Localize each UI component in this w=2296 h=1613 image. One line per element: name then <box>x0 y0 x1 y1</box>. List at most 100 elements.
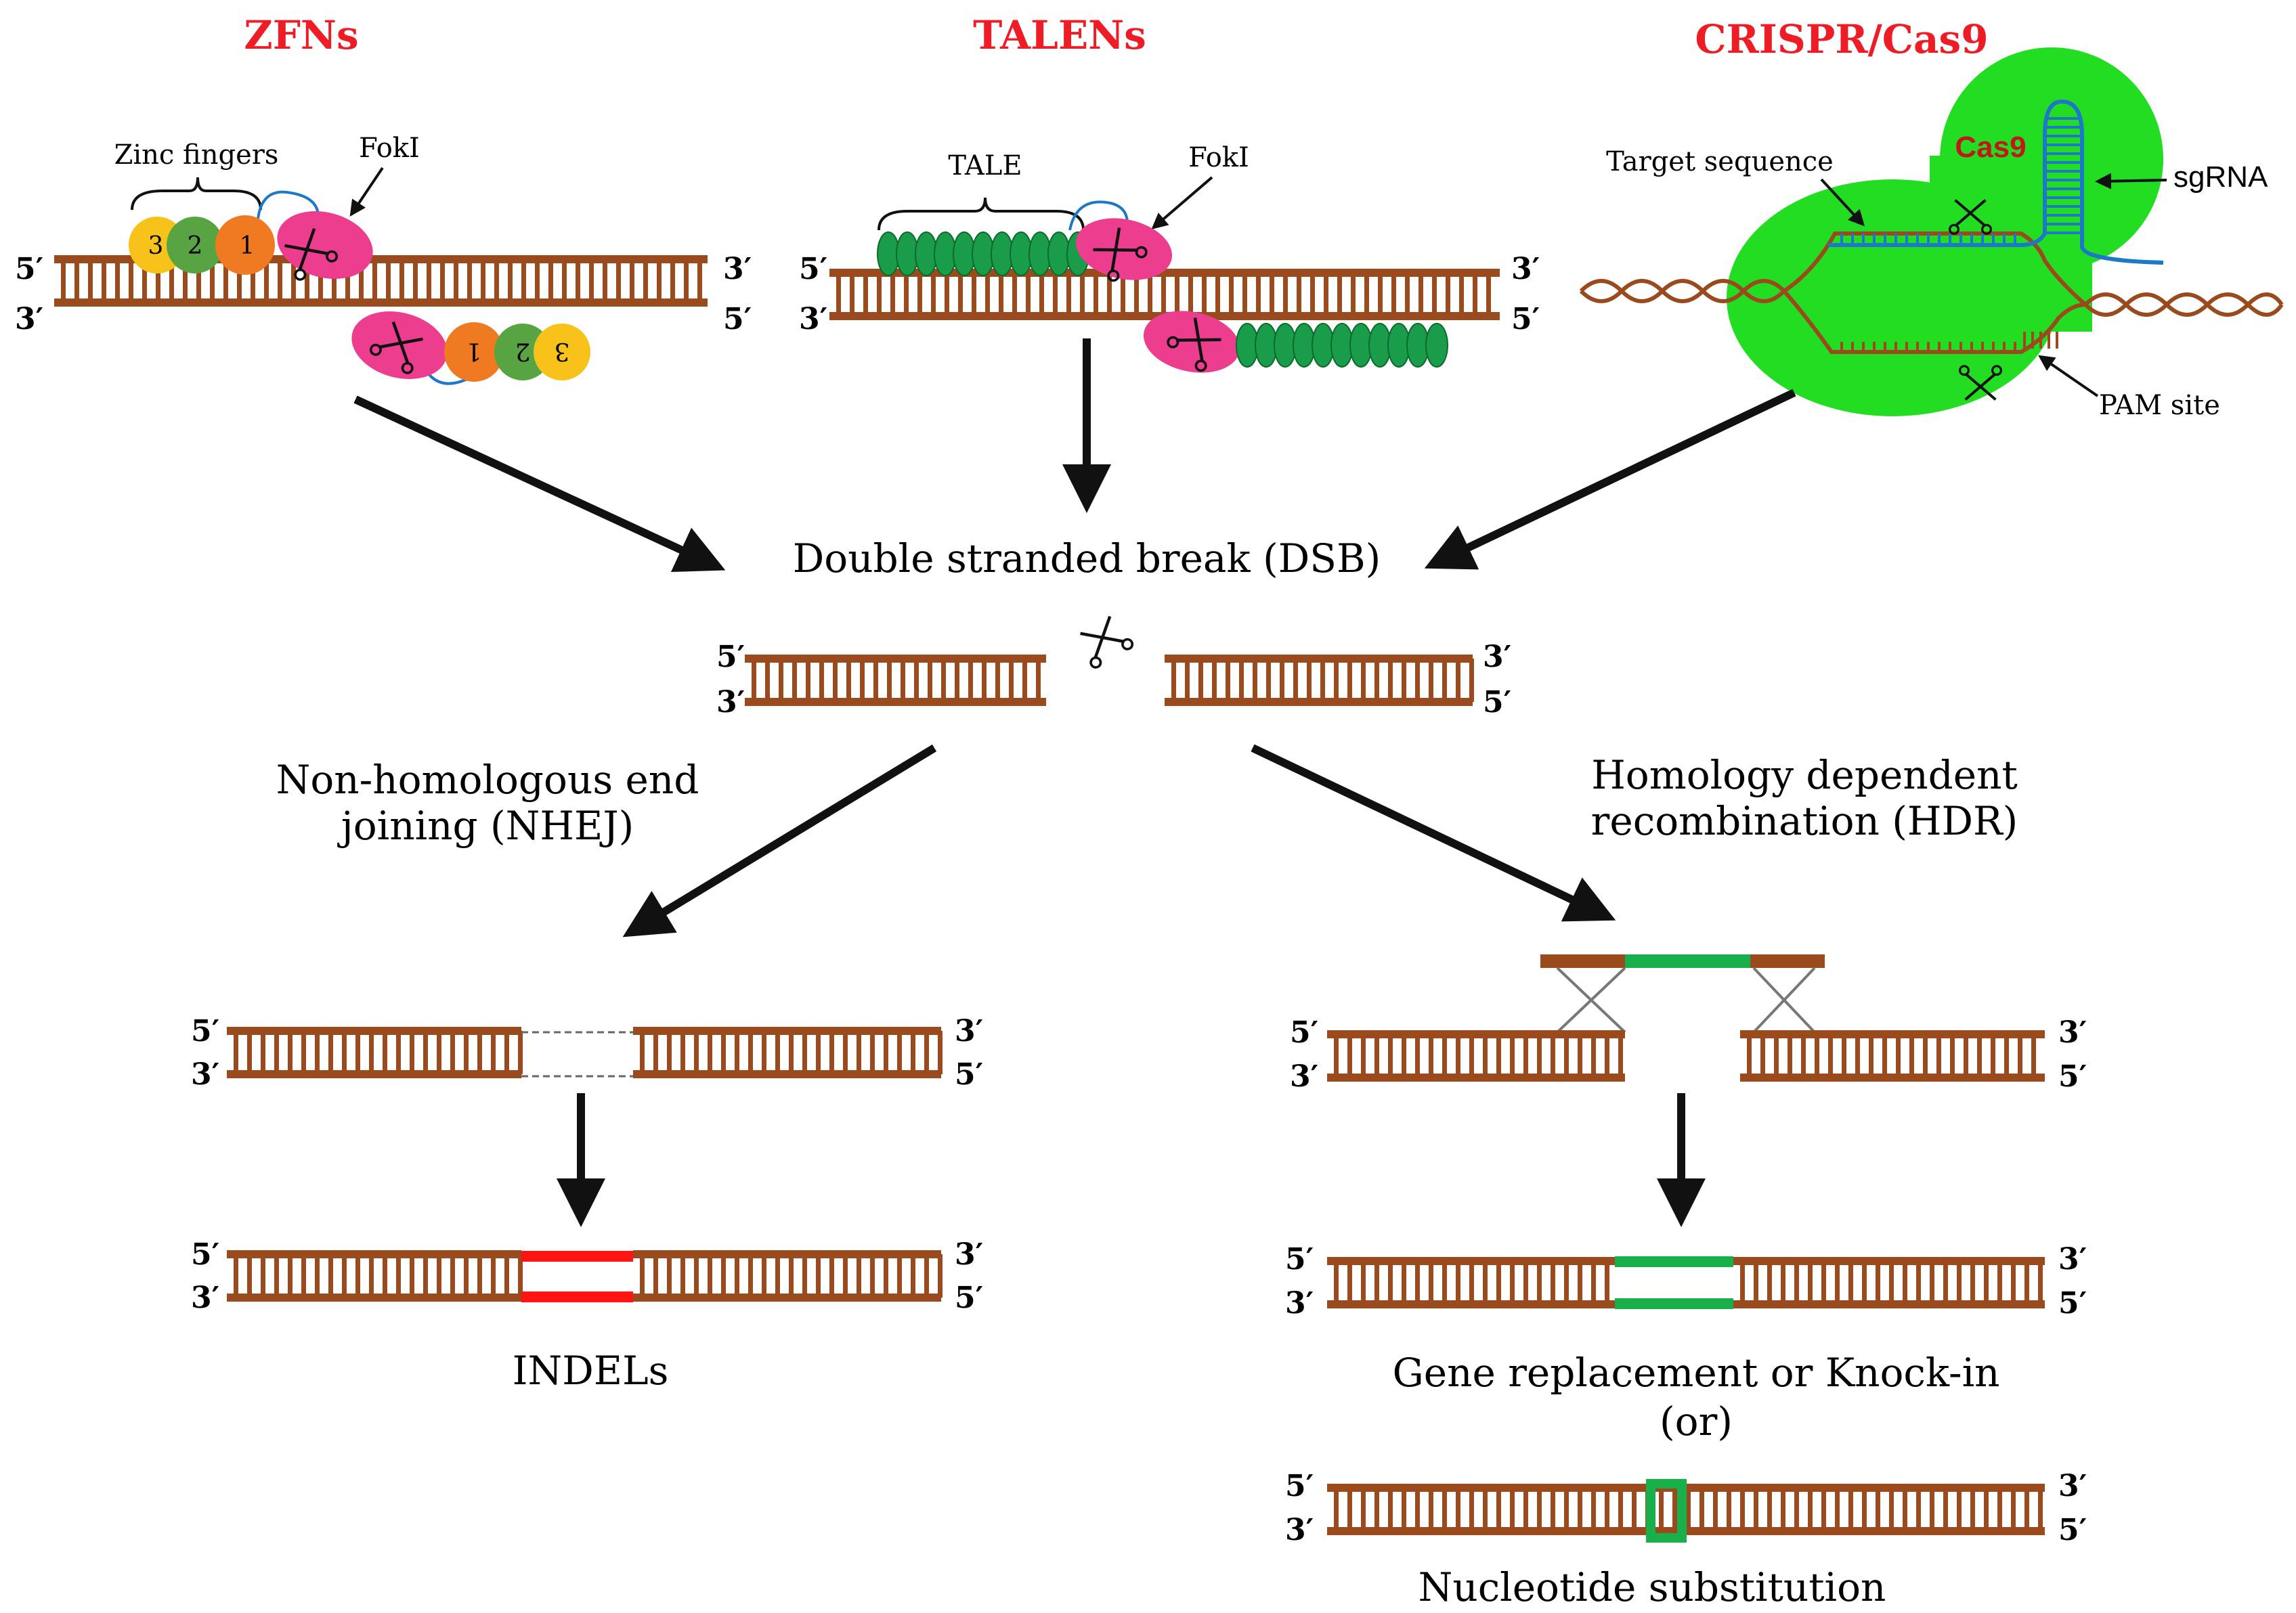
donor-insert <box>1625 954 1750 968</box>
crispr-panel: Target sequence Cas9 sgRNA PAM site <box>1579 47 2284 421</box>
donor-right-arm <box>1750 954 1825 968</box>
hdr-dna-right <box>1740 1030 2045 1082</box>
scissors-icon <box>1948 199 1993 235</box>
talen-foki-arrow <box>1151 176 1213 229</box>
hdr3-3-right: 3′ <box>2058 1469 2087 1503</box>
hdr2-5-left: 5′ <box>1285 1242 1314 1277</box>
scissors-icon <box>1080 615 1134 669</box>
indel-dna-left <box>227 1250 523 1302</box>
crossover-left <box>1556 967 1626 1034</box>
hdr1-3-left: 3′ <box>1290 1059 1318 1094</box>
arrow-diagonal-icon <box>353 395 726 573</box>
sgrna-stem <box>2045 117 2082 234</box>
zinc-finger-1-bottom <box>444 322 504 382</box>
dna-helix-left-1 <box>1579 279 1786 303</box>
pam-site-label: PAM site <box>2099 390 2220 421</box>
dsb-5-left: 5′ <box>716 640 745 674</box>
scissors-icon <box>284 227 339 281</box>
scissors-icon <box>1167 317 1221 372</box>
knockin-dna-left <box>1327 1257 1615 1308</box>
hdr1-3-right: 3′ <box>2058 1015 2087 1050</box>
finger-label-1-top: 1 <box>240 232 255 260</box>
arrow-diagonal-icon <box>1424 389 1796 570</box>
scissors-icon <box>1093 227 1148 282</box>
target-sequence-label: Target sequence <box>1606 146 1834 177</box>
scissors-icon <box>369 321 423 374</box>
dna-helix-right-1 <box>2083 292 2284 317</box>
nhej1-3-left: 3′ <box>191 1057 219 1092</box>
talen-dna <box>829 269 1500 320</box>
finger-label-2-top: 2 <box>188 232 203 260</box>
foki-talen-bottom <box>1143 311 1240 373</box>
hdr-branch: 5′ 3′ 3′ 5′ 5′ 3′ 3′ 5′ Gene replacement… <box>1285 954 2087 1610</box>
talen-3-bottom: 3′ <box>799 302 827 336</box>
talen-3-top: 3′ <box>1511 252 1540 286</box>
nhej1-3-right: 3′ <box>955 1014 983 1048</box>
tale-label: TALE <box>948 150 1022 181</box>
zinc-finger-2-top <box>167 217 223 273</box>
tale-brace <box>878 197 1085 231</box>
zinc-fingers-label: Zinc fingers <box>114 139 279 171</box>
foki-bottom <box>351 311 448 379</box>
talen-5-top: 5′ <box>799 252 827 286</box>
zinc-finger-2-bottom <box>494 324 551 380</box>
gene-replacement-label: Gene replacement or Knock-in <box>1392 1350 1999 1396</box>
pam-rungs <box>2023 332 2058 349</box>
knockin-insert-bottom <box>1615 1298 1733 1309</box>
hdr1-5-right: 5′ <box>2058 1059 2087 1094</box>
nhej2-5-left: 5′ <box>191 1237 219 1272</box>
title-zfns: ZFNs <box>244 12 358 58</box>
dsb-label: Double stranded break (DSB) <box>793 535 1381 581</box>
crossover-right <box>1752 967 1816 1034</box>
sgrna-rungs <box>1840 234 2016 245</box>
nucleotide-substitution-label: Nucleotide substitution <box>1418 1564 1886 1610</box>
zfn-3-bottom: 3′ <box>15 302 43 336</box>
finger-label-1-bottom: 1 <box>467 337 482 365</box>
nhej1-5-left: 5′ <box>191 1014 219 1048</box>
talen-5-bottom: 5′ <box>1511 302 1540 336</box>
dna-helix-left-2 <box>1579 279 1786 303</box>
donor-left-arm <box>1540 954 1625 968</box>
dna-helix-right-2 <box>2083 292 2284 317</box>
indel-dna-right <box>633 1250 943 1302</box>
pam-arrow <box>2038 355 2099 397</box>
substitution-mark <box>1646 1479 1687 1543</box>
or-label: (or) <box>1660 1398 1733 1444</box>
title-crispr: CRISPR/Cas9 <box>1695 16 1988 62</box>
finger-label-3-bottom: 3 <box>555 337 570 365</box>
zinc-finger-1-top <box>215 215 275 275</box>
nhej-label-line1: Non-homologous end <box>276 757 699 803</box>
indel-insert-bottom <box>521 1291 633 1302</box>
knockin-dna-right <box>1733 1257 2045 1308</box>
cas9-label: Cas9 <box>1955 131 2026 164</box>
finger-label-3-top: 3 <box>148 232 164 260</box>
hdr1-5-left: 5′ <box>1290 1015 1318 1050</box>
arrow-diagonal-icon <box>622 744 937 937</box>
indel-insert-top <box>521 1251 633 1262</box>
nhej-dna-right <box>633 1027 943 1078</box>
sgrna-arrow <box>2095 173 2167 190</box>
nhej2-3-right: 3′ <box>955 1237 983 1272</box>
nhej-branch: 5′ 3′ 3′ 5′ 5′ 3′ 3′ 5′ INDELs <box>191 1014 983 1394</box>
dsb-3-right: 3′ <box>1483 640 1511 674</box>
zfn-panel: 5′ 3′ 3′ 5′ Zinc fingers FokI 3 2 1 <box>15 133 752 385</box>
zfn-linker-top <box>256 190 320 231</box>
sgrna-guide <box>1828 99 2164 265</box>
talen-panel: 5′ 3′ 3′ 5′ TALE FokI <box>799 142 1540 373</box>
zfn-foki-arrow <box>349 167 384 217</box>
dsb-5-right: 5′ <box>1483 685 1511 720</box>
hdr2-3-right: 3′ <box>2058 1242 2087 1277</box>
knockin-insert-top <box>1615 1256 1733 1267</box>
sgrna-label: sgRNA <box>2173 160 2268 194</box>
zfn-3-top: 3′ <box>723 252 752 286</box>
nhej-label-line2: joining (NHEJ) <box>337 803 634 849</box>
hdr2-3-left: 3′ <box>1285 1286 1314 1321</box>
dsb-dna-left <box>745 655 1046 706</box>
hdr2-5-right: 5′ <box>2058 1286 2087 1321</box>
nhej1-5-right: 5′ <box>955 1057 983 1092</box>
talen-foki-label: FokI <box>1188 142 1249 173</box>
arrow-diagonal-icon <box>1251 744 1616 922</box>
zfn-5-top: 5′ <box>15 252 43 286</box>
dsb-3-left: 3′ <box>716 685 745 720</box>
